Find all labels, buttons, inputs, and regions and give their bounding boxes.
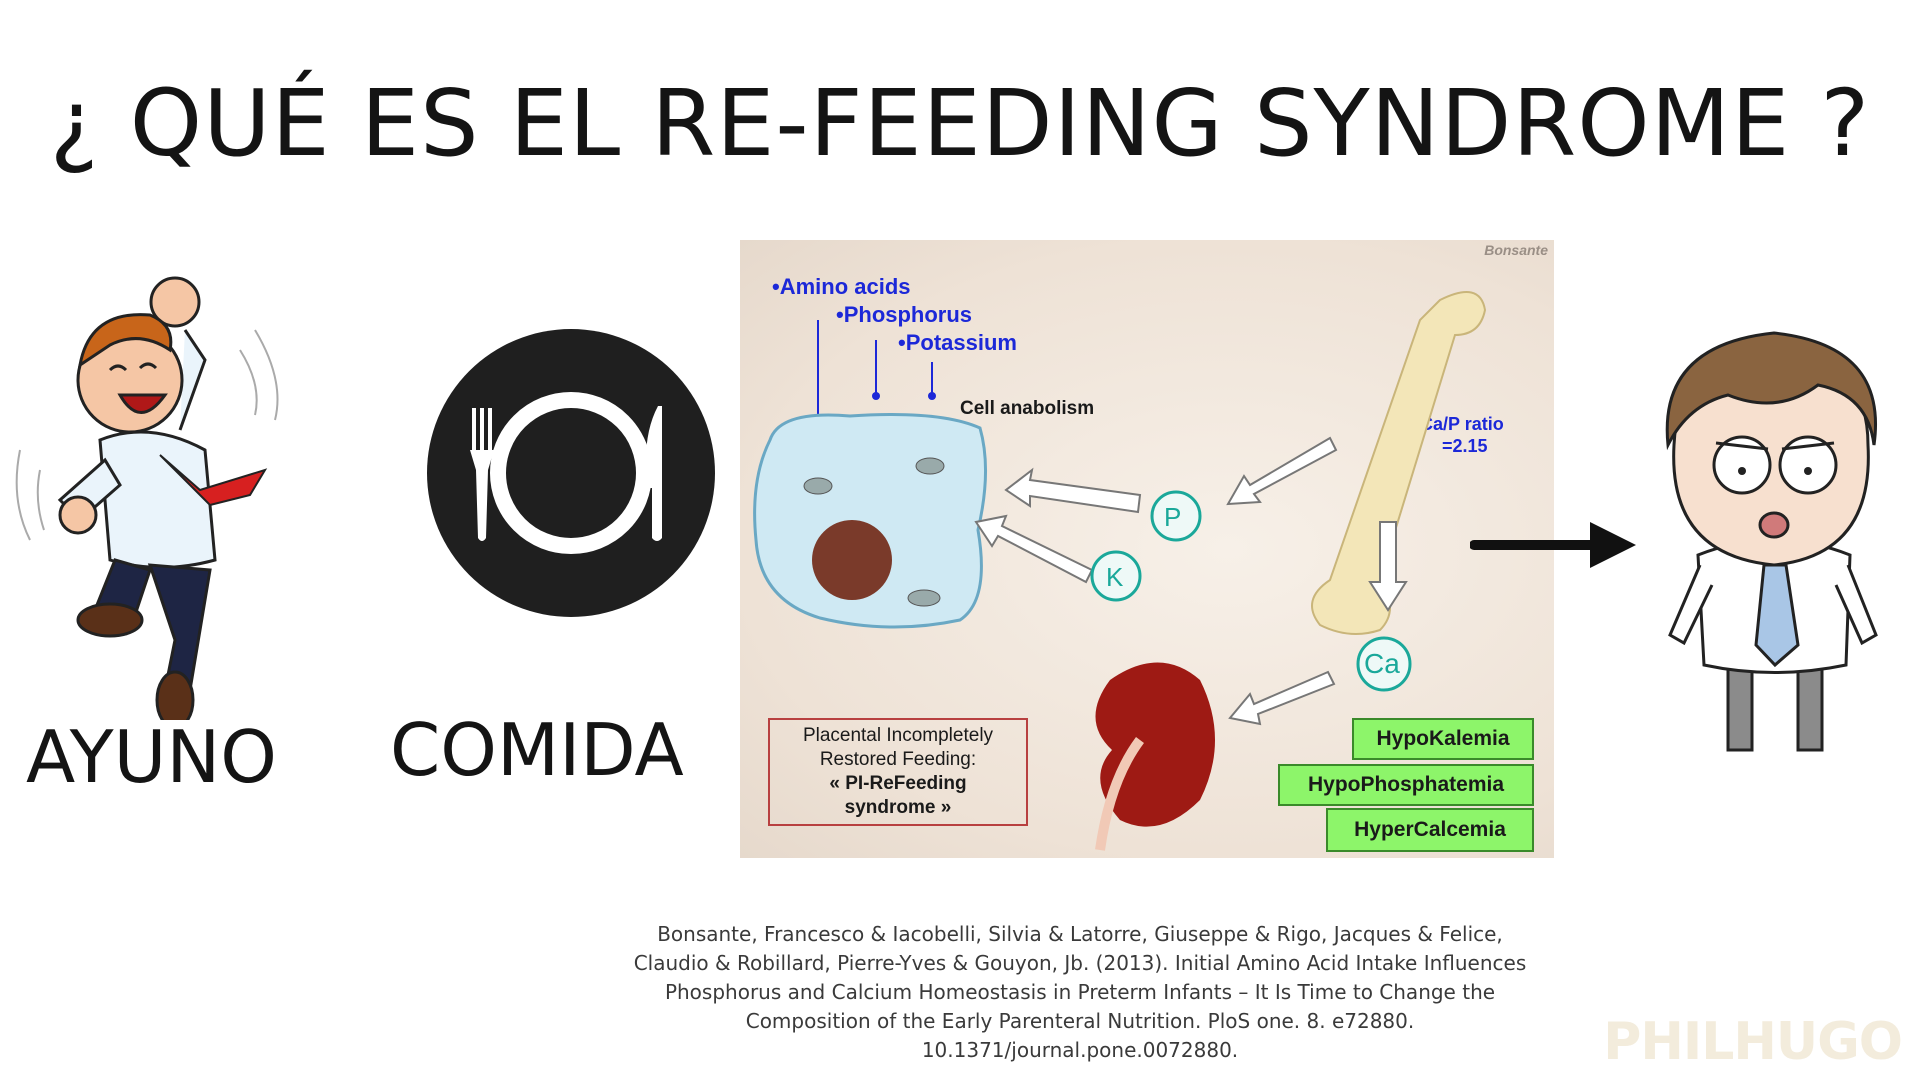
right-arrow-icon [1470, 522, 1636, 568]
refeeding-diagram: Bonsante •Amino acids •Phosphorus •Potas… [740, 240, 1554, 858]
nutrient-potassium: •Potassium [898, 330, 1017, 355]
fasting-label: AYUNO [26, 715, 277, 799]
cell-anabolism-label: Cell anabolism [960, 398, 1095, 419]
diagram-graphics [753, 291, 1487, 851]
happy-man-illustration [15, 276, 279, 720]
figure-credit: Bonsante [1484, 242, 1548, 258]
food-label: COMIDA [390, 708, 684, 792]
condition-hypercalcemia: HyperCalcemia [1326, 808, 1534, 852]
watermark-logo: PHILHUGO [1603, 1012, 1903, 1072]
ca-p-ratio-label: Ca/P ratio [1420, 414, 1504, 434]
tired-man-illustration [1665, 331, 1878, 752]
condition-hypophosphatemia: HypoPhosphatemia [1278, 764, 1534, 806]
page-title: ¿ QUÉ ES EL RE-FEEDING SYNDROME ? [49, 70, 1871, 177]
ion-phosphorus: P [1164, 502, 1182, 532]
nutrient-amino-acids: •Amino acids [772, 274, 911, 299]
syndrome-line-1: Placental Incompletely [802, 725, 994, 746]
pi-refeeding-box: Placental Incompletely Restored Feeding:… [768, 718, 1028, 826]
plate-cutlery-icon [427, 329, 715, 617]
nutrient-phosphorus: •Phosphorus [836, 302, 973, 327]
syndrome-line-3: « PI-ReFeeding [829, 773, 967, 794]
citation-text: Bonsante, Francesco & Iacobelli, Silvia … [633, 922, 1527, 1062]
condition-hypokalemia: HypoKalemia [1352, 718, 1534, 760]
ion-potassium: K [1106, 562, 1124, 592]
syndrome-line-2: Restored Feeding: [819, 749, 977, 770]
syndrome-line-4: syndrome » [844, 797, 952, 818]
ion-calcium: Ca [1364, 648, 1400, 679]
ca-p-ratio-value: =2.15 [1442, 436, 1488, 456]
